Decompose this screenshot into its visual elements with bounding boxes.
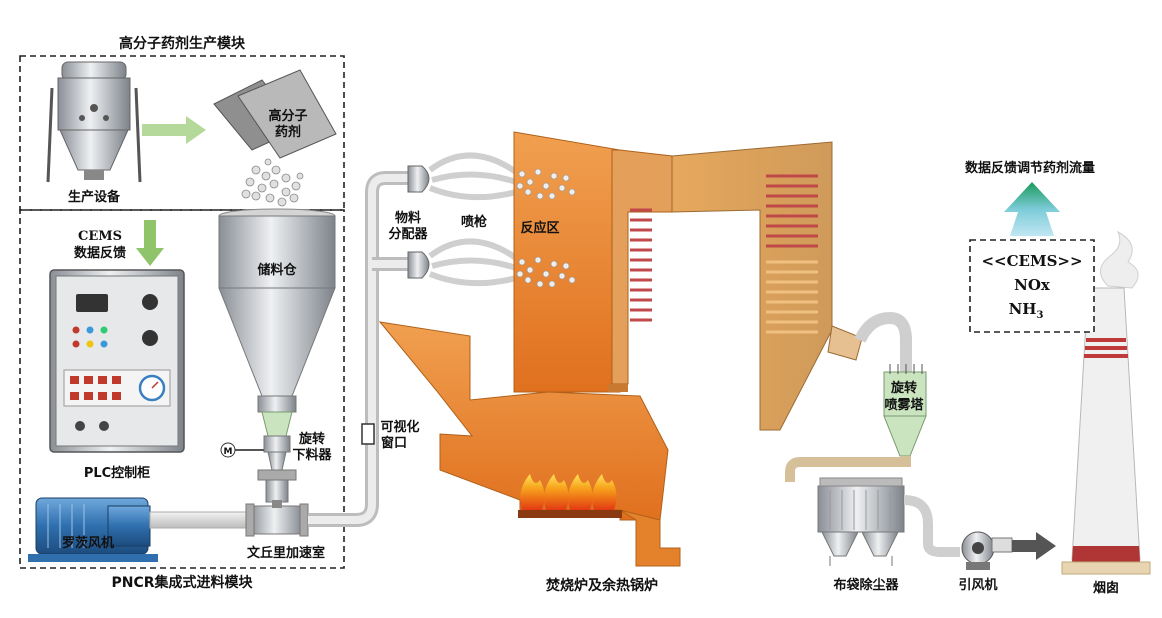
storage-bin-label: 储料仓 <box>256 262 297 278</box>
bag-filter-label: 布袋除尘器 <box>833 577 899 593</box>
polymer-label-1: 高分子 <box>268 108 307 124</box>
distributor-label-1: 物料 <box>395 210 421 226</box>
pncr-module-title: PNCR集成式进料模块 <box>111 574 253 591</box>
cems-box-nox: NOx <box>1014 276 1051 294</box>
feedback-arrow-icon <box>1004 182 1060 236</box>
production-equipment-label: 生产设备 <box>68 189 121 205</box>
id-fan-icon <box>961 531 1013 570</box>
polymer-label-2: 药剂 <box>275 124 301 140</box>
flame-icon <box>518 474 622 518</box>
chimney <box>1061 230 1151 575</box>
feedback-title: 数据反馈调节药剂流量 <box>965 160 1095 176</box>
distributor-label-2: 分配器 <box>388 226 428 242</box>
flue-duct-3 <box>903 495 960 557</box>
nh3-base: NH <box>1009 300 1037 318</box>
bag-filter <box>817 477 905 566</box>
air-pipe <box>149 511 251 529</box>
material-distributors <box>407 152 518 287</box>
spray-tower <box>883 364 927 457</box>
cems-box <box>969 239 1095 333</box>
svg-text:M: M <box>224 447 233 457</box>
flue-duct-2 <box>785 456 911 482</box>
chimney-label: 烟囱 <box>1093 580 1119 596</box>
exhaust-arrow-icon <box>1012 532 1056 560</box>
visual-window-label-1: 可视化 <box>380 419 419 435</box>
pellets <box>241 158 304 207</box>
furnace-boiler <box>378 131 863 567</box>
id-fan-label: 引风机 <box>958 577 997 593</box>
roots-blower-label: 罗茨风机 <box>62 535 114 551</box>
arrow-down-icon <box>136 220 164 266</box>
plc-cabinet <box>49 269 185 453</box>
polymer-module-title: 高分子药剂生产模块 <box>119 35 246 52</box>
venturi-chamber <box>245 500 309 537</box>
roots-blower <box>28 497 158 562</box>
visual-window <box>361 423 375 445</box>
pncr-module-box <box>19 209 345 569</box>
spray-tower-label-1: 旋转 <box>890 380 917 396</box>
cems-box-nh3: NH3 <box>1009 300 1044 321</box>
reaction-zone-label: 反应区 <box>520 220 559 236</box>
nh3-subscript: 3 <box>1036 310 1043 321</box>
arrow-right-icon <box>142 116 206 144</box>
furnace-label: 焚烧炉及余热锅炉 <box>545 577 658 594</box>
cems-feedback-label-2: 数据反馈 <box>74 245 126 261</box>
cems-box-title: <<CEMS>> <box>981 252 1082 270</box>
reagent-spray <box>516 168 576 288</box>
storage-bin: M <box>218 208 336 503</box>
flue-duct-1 <box>854 311 912 372</box>
venturi-label: 文丘里加速室 <box>247 545 325 561</box>
rotary-feeder-label-2: 下料器 <box>292 447 332 463</box>
cems-feedback-label-1: CEMS <box>78 229 122 244</box>
spray-tower-label-2: 喷雾塔 <box>884 397 924 413</box>
visual-window-label-2: 窗口 <box>381 435 407 451</box>
production-equipment <box>46 61 142 183</box>
plc-cabinet-label: PLC控制柜 <box>84 465 150 481</box>
rotary-feeder-label-1: 旋转 <box>298 431 325 447</box>
spray-gun-label: 喷枪 <box>461 214 487 230</box>
polymer-bags <box>213 69 337 159</box>
